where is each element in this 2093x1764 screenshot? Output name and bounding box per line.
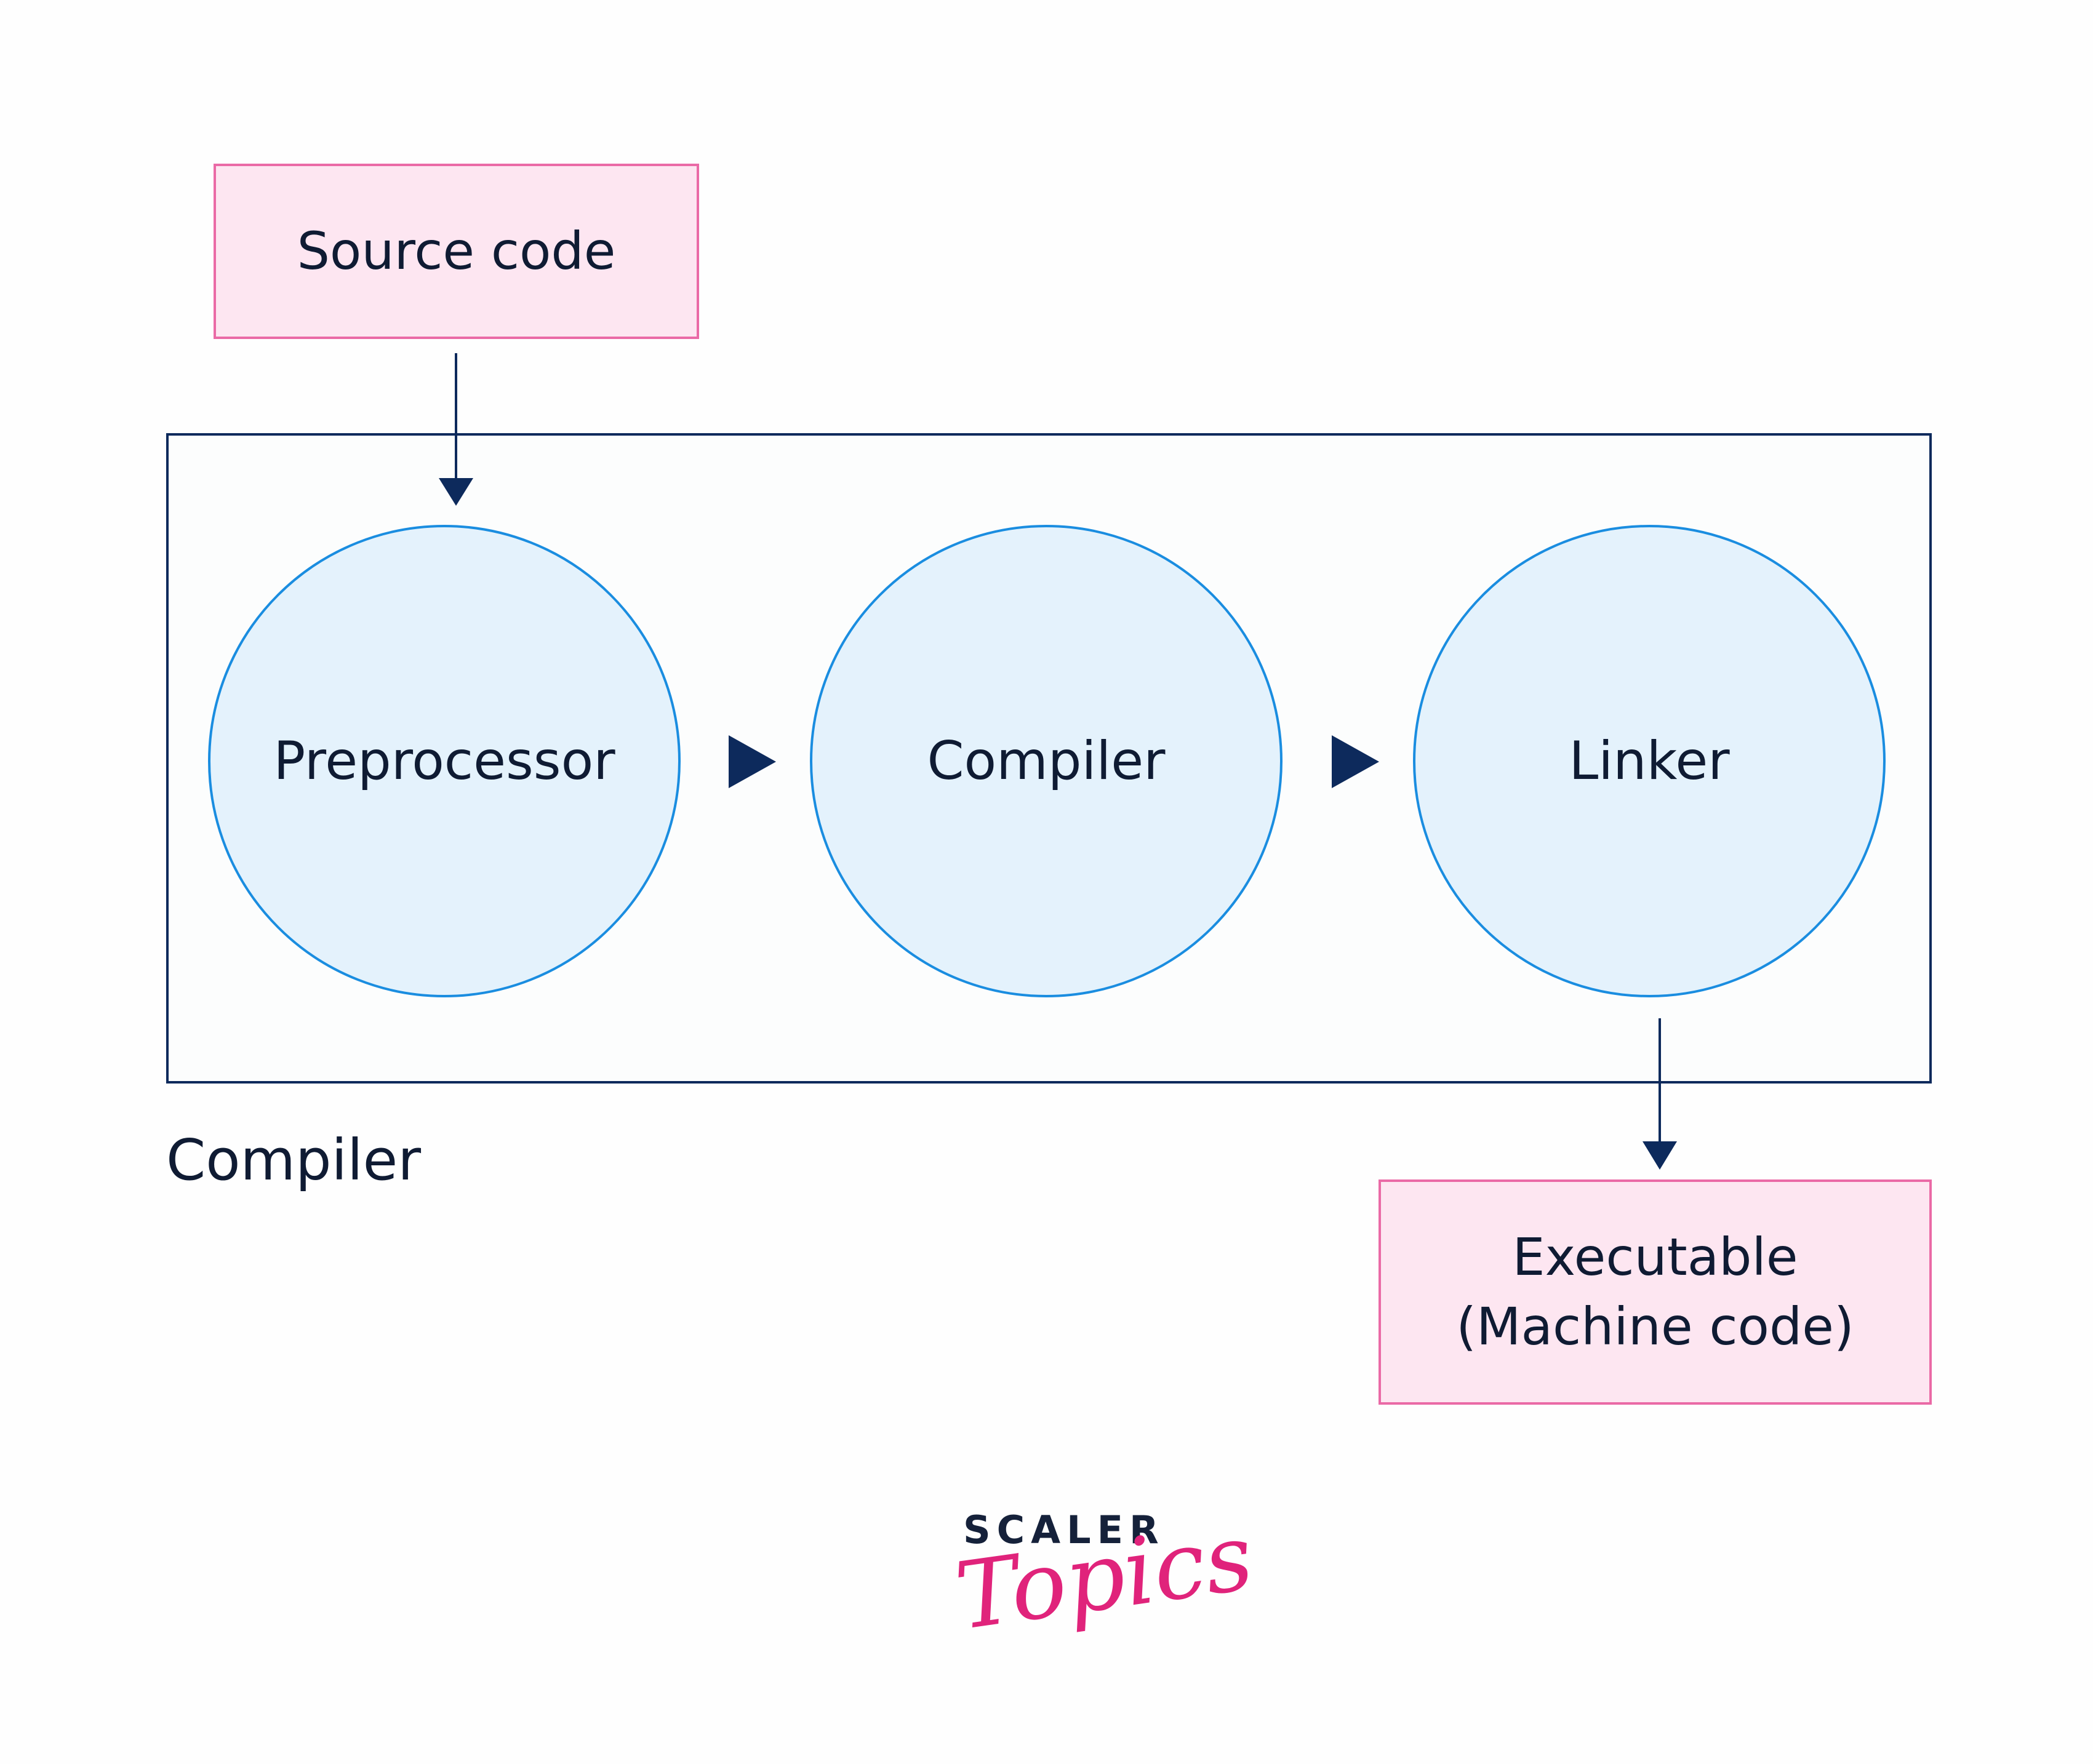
executable-label-line2: (Machine code)	[1456, 1296, 1854, 1357]
source-code-label: Source code	[297, 220, 616, 281]
linker-to-executable-arrowhead	[1643, 1141, 1677, 1170]
source-code-box: Source code	[214, 164, 699, 339]
logo-scaler-text: SCALER	[963, 1507, 1165, 1552]
compiler-frame-label: Compiler	[166, 1127, 422, 1193]
compiler-node: Compiler	[810, 525, 1283, 997]
compiler-label: Compiler	[927, 730, 1166, 792]
executable-box: Executable (Machine code)	[1379, 1179, 1932, 1405]
linker-label: Linker	[1569, 730, 1730, 792]
linker-node: Linker	[1413, 525, 1886, 997]
preprocessor-node: Preprocessor	[208, 525, 681, 997]
preprocessor-label: Preprocessor	[273, 730, 615, 792]
scaler-topics-logo: SCALER Topics	[923, 1504, 1259, 1667]
executable-label-line1: Executable	[1512, 1226, 1798, 1287]
